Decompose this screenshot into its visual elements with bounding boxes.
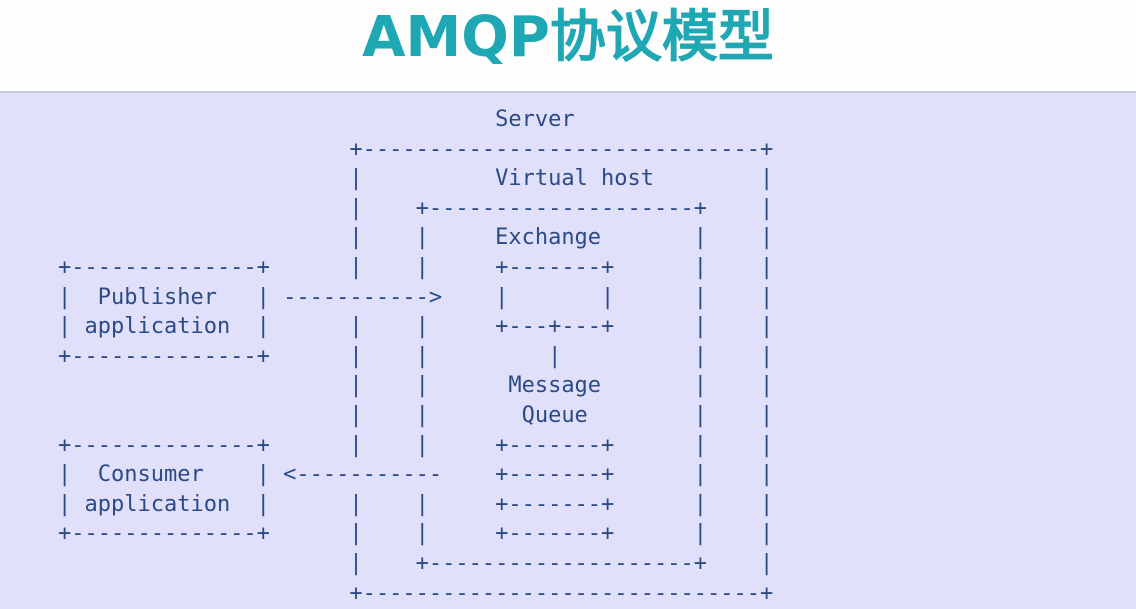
diagram-line-consumer-arrow: | Consumer | <----------- +-------+ | | [58,462,774,488]
diagram-line-virtual-host-label: | Virtual host | [58,166,774,192]
diagram-line-consumer-bottom: +--------------+ | | +-------+ | | [58,521,774,547]
title-bar: AMQP协议模型 [0,0,1136,88]
diagram-panel: Server +------------------------------+ … [0,93,1136,609]
diagram-line-publisher-bottom: +--------------+ | | | | | [58,343,774,369]
diagram-line-consumer-application: | application | | | +-------+ | | [58,491,774,517]
amqp-ascii-diagram: Server +------------------------------+ … [58,105,773,608]
diagram-line-server-top-border: +------------------------------+ [58,136,774,162]
diagram-line-vhost-top-border: | +--------------------+ | [58,195,774,221]
diagram-line-exchange-label: | | Exchange | | [58,225,774,251]
slide-title: AMQP协议模型 [362,5,774,70]
diagram-line-vhost-bottom-border: | +--------------------+ | [58,550,774,576]
diagram-line-consumer-top: +--------------+ | | +-------+ | | [58,432,774,458]
diagram-line-publisher-top: +--------------+ | | +-------+ | | [58,254,774,280]
diagram-line-queue-label: | | Queue | | [58,402,774,428]
title-divider [0,91,1136,93]
diagram-line-server-bottom-border: +------------------------------+ [58,580,774,606]
diagram-line-publisher-arrow: | Publisher | -----------> | | | | [58,284,774,310]
diagram-line-publisher-application: | application | | | +---+---+ | | [58,314,774,340]
diagram-line-message-label: | | Message | | [58,373,774,399]
diagram-line-server-label: Server [58,107,575,132]
